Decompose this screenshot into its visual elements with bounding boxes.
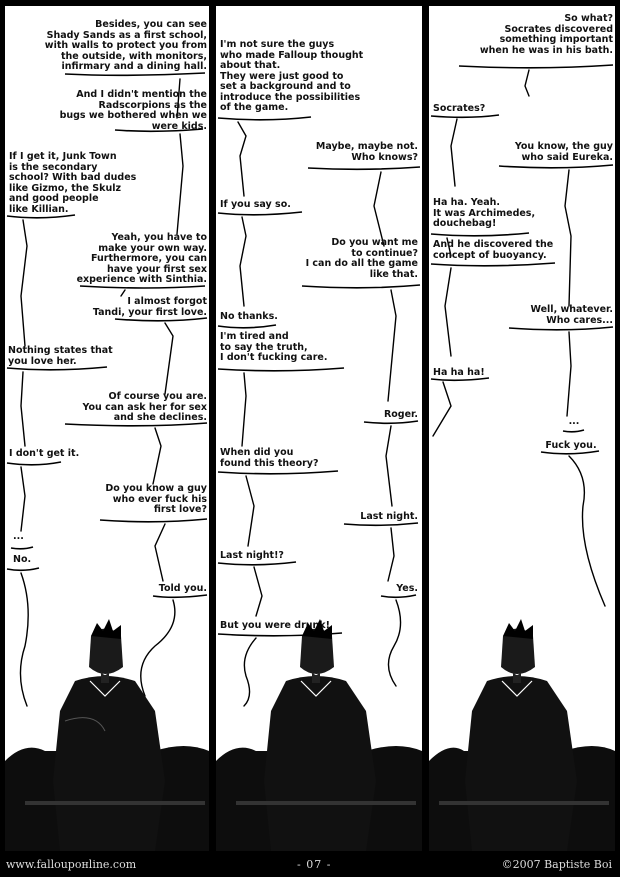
speech-bubble: If you say so. xyxy=(220,199,291,210)
comic-panel-2: I'm not sure the guys who made Falloup t… xyxy=(216,6,422,851)
speech-bubble: I'm tired and to say the truth, I don't … xyxy=(220,331,328,363)
speech-bubble: I don't get it. xyxy=(9,448,80,459)
speech-bubble: Socrates? xyxy=(433,103,486,114)
website-link[interactable]: www.falloupонline.com xyxy=(6,858,137,871)
man-at-desk-illustration xyxy=(5,619,209,851)
speech-bubble: Fuck you. xyxy=(545,440,597,451)
man-at-desk-illustration xyxy=(429,619,615,851)
speech-bubble: Do you want me to continue? I can do all… xyxy=(305,237,418,280)
speech-bubble: No thanks. xyxy=(220,311,278,322)
speech-bubble: ... xyxy=(568,416,580,427)
speech-bubble: If I get it, Junk Town is the secondary … xyxy=(9,151,137,215)
speech-bubble: Last night!? xyxy=(220,550,284,561)
speech-bubble: Well, whatever. Who cares... xyxy=(530,304,613,326)
speech-bubble: Yes. xyxy=(396,583,418,594)
speech-bubble: So what? Socrates discovered something i… xyxy=(479,13,613,56)
speech-bubble: Told you. xyxy=(158,583,207,594)
copyright-notice: ©2007 Baptiste Boi xyxy=(501,858,612,871)
speech-bubble: Nothing states that you love her. xyxy=(8,345,113,367)
speech-bubble: Of course you are. You can ask her for s… xyxy=(82,391,207,423)
speech-bubble: Yeah, you have to make your own way. Fur… xyxy=(76,232,207,285)
man-at-desk-illustration xyxy=(216,619,422,851)
speech-bubble: But you were drunk! xyxy=(220,620,330,631)
speech-bubble: I'm not sure the guys who made Falloup t… xyxy=(220,39,364,113)
speech-bubble: And he discovered the concept of buoyanc… xyxy=(433,239,554,261)
speech-bubble: Do you know a guy who ever fuck his firs… xyxy=(105,483,207,515)
comic-panel-1: Besides, you can see Shady Sands as a fi… xyxy=(5,6,209,851)
speech-bubble: You know, the guy who said Eureka. xyxy=(514,141,613,163)
comic-panel-3: So what? Socrates discovered something i… xyxy=(429,6,615,851)
speech-bubble: And I didn't mention the Radscorpions as… xyxy=(59,89,207,132)
speech-bubble: I almost forgot Tandi, your first love. xyxy=(92,296,207,318)
speech-bubble: No. xyxy=(13,554,32,565)
speech-bubble: Besides, you can see Shady Sands as a fi… xyxy=(44,19,207,72)
speech-bubble: Last night. xyxy=(360,511,418,522)
speech-bubble: When did you found this theory? xyxy=(220,447,319,469)
speech-bubble: Maybe, maybe not. Who knows? xyxy=(315,141,418,163)
speech-bubble: ... xyxy=(13,531,24,542)
page-number: - 07 - xyxy=(297,858,332,871)
speech-bubble: Ha ha ha! xyxy=(433,367,485,378)
speech-bubble: Roger. xyxy=(383,409,418,420)
speech-bubble: Ha ha. Yeah. It was Archimedes, doucheba… xyxy=(433,197,536,229)
